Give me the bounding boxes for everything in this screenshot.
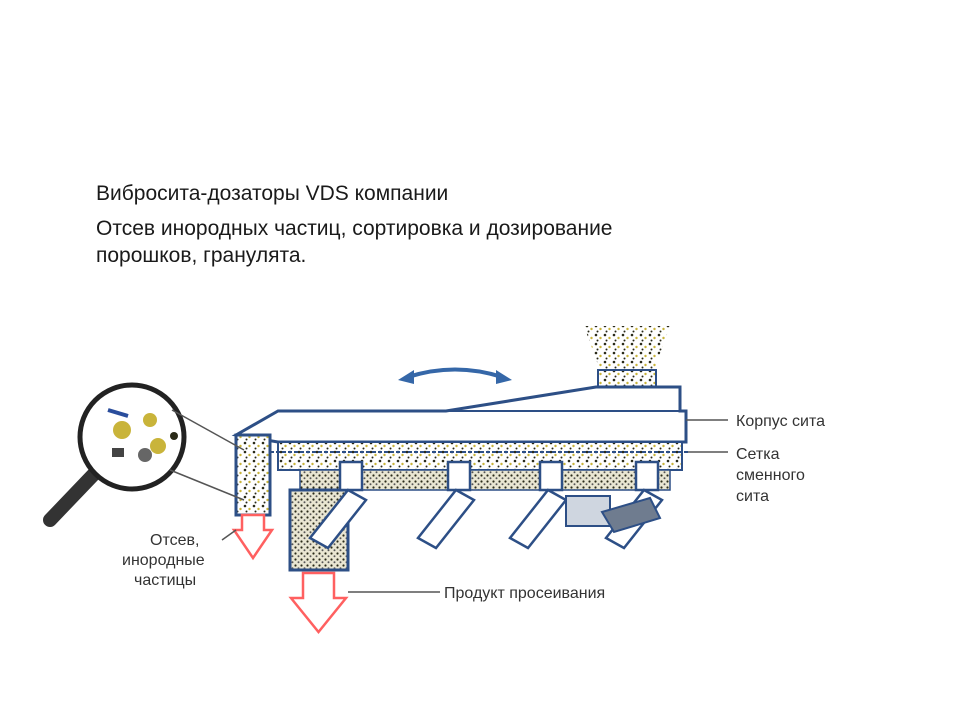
slide-text: Вибросита-дозаторы VDS компании Отсев ин… <box>96 180 716 269</box>
magnifier-leader <box>169 469 245 501</box>
sieve-housing <box>231 385 688 471</box>
label-reject-3: частицы <box>134 572 196 589</box>
label-product: Продукт просеивания <box>444 585 605 602</box>
label-reject-1: Отсев, <box>150 532 199 549</box>
slide-subtitle: Отсев инородных частиц, сортировка и доз… <box>96 217 613 267</box>
drive-motor <box>565 495 662 534</box>
slide-title: Вибросита-дозаторы VDS компании <box>96 182 449 205</box>
oscillation-arrow-icon <box>398 367 512 384</box>
label-reject-2: инородные <box>122 552 205 569</box>
reject-chute <box>231 433 275 561</box>
label-mesh-1: Сетка <box>736 446 780 463</box>
label-mesh-3: сита <box>736 488 769 505</box>
magnifier-icon <box>43 382 187 527</box>
label-housing: Корпус сита <box>736 413 825 430</box>
label-mesh-2: сменного <box>736 467 805 484</box>
reject-leader <box>221 529 237 541</box>
magnifier-leader-top <box>171 409 245 451</box>
